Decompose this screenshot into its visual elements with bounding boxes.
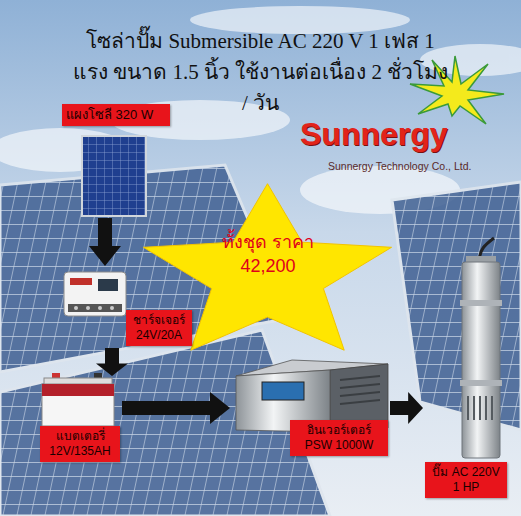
pump-picture-part [460,380,502,386]
charge-controller-picture-part [98,306,102,310]
battery-picture [42,373,114,426]
solar-array-background-part [0,330,330,516]
pump-picture-part [468,396,492,420]
pump-picture [460,238,502,458]
inverter-picture-part [340,376,380,404]
battery: แบตเตอรี่ 12V/135AH [38,376,122,464]
solar-panel: แผงโซลี 320 W [62,104,172,218]
inverter-picture-part [262,382,304,400]
charge-controller-picture-part [74,306,78,310]
charge-controller-picture [64,272,126,316]
solar-panel-picture [82,136,146,216]
component-label: อินเวอร์เตอร์ PSW 1000W [290,420,388,456]
pump-picture-part [460,300,502,306]
battery-picture-part [42,384,114,396]
battery-picture-part [42,384,114,426]
block-arrow [122,392,230,424]
component-label: แบตเตอรี่ 12V/135AH [40,426,120,462]
component-label: ปั๊ม AC 220V 1 HP [425,462,507,498]
charge-controller-picture-part [70,278,92,285]
charge-controller: ชาร์จเจอร์ 24V/20A [60,266,194,348]
charge-controller-picture-part [68,304,122,312]
pump: ปั๊ม AC 220V 1 HP [423,252,509,500]
charge-controller-picture-part [64,272,126,316]
solar-array-background [0,165,521,516]
company-name: Sunnergy Technology Co., Ltd. [328,160,471,173]
solar-panel-picture-part [82,136,146,216]
block-arrow [96,348,128,376]
component-label: ชาร์จเจอร์ 24V/20A [126,310,192,346]
component-label: แผงโซลี 320 W [62,104,170,126]
block-arrow [89,218,121,266]
charge-controller-picture-part [98,279,118,291]
charge-controller-picture-part [86,306,90,310]
inverter: อินเวอร์เตอร์ PSW 1000W [230,352,390,458]
price-text: ทั้งชุด ราคา 42,200 [212,230,324,279]
solar-array-background-part [392,182,521,430]
pump-picture-part [462,262,500,458]
charge-controller-picture-part [110,306,114,310]
block-arrow [390,392,423,424]
company-logo: Sunnergy [300,116,448,153]
